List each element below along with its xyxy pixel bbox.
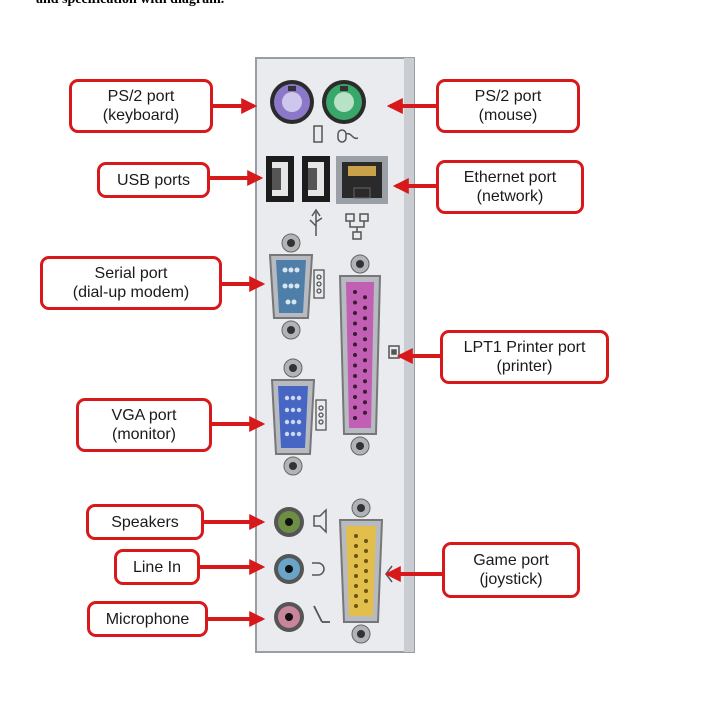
connector-pin <box>353 385 357 389</box>
connector-pin <box>353 322 357 326</box>
callout-lpt1: LPT1 Printer port (printer) <box>440 330 609 384</box>
microphone-jack <box>274 602 304 632</box>
connector-pin <box>363 327 367 331</box>
callout-ps2-mouse: PS/2 port (mouse) <box>436 79 580 133</box>
callout-ethernet-line2: (network) <box>477 187 544 206</box>
callout-vga-line2: (monitor) <box>112 425 176 444</box>
connector-pin <box>363 358 367 362</box>
callout-vga: VGA port (monitor) <box>76 398 212 452</box>
callout-ps2-keyboard: PS/2 port (keyboard) <box>69 79 213 133</box>
connector-pin <box>363 295 367 299</box>
callout-lpt1-line1: LPT1 Printer port <box>464 338 586 357</box>
lpt1-printer-port <box>340 255 380 455</box>
callout-microphone: Microphone <box>87 601 208 637</box>
connector-pin <box>353 364 357 368</box>
callout-ps2-keyboard-line2: (keyboard) <box>103 106 179 125</box>
connector-pin <box>353 416 357 420</box>
callout-line-in-line1: Line In <box>133 558 181 577</box>
connector-pin <box>353 290 357 294</box>
connector-pin <box>354 544 358 548</box>
connector-pin <box>364 569 368 573</box>
connector-pin <box>363 411 367 415</box>
callout-ps2-mouse-line2: (mouse) <box>479 106 538 125</box>
connector-pin <box>353 301 357 305</box>
connector-pin <box>363 369 367 373</box>
connector-pin <box>353 353 357 357</box>
connector-pin <box>364 559 368 563</box>
callout-ps2-mouse-line1: PS/2 port <box>475 87 542 106</box>
connector-pin <box>354 584 358 588</box>
connector-pin <box>363 379 367 383</box>
callout-game-port-line1: Game port <box>473 551 549 570</box>
callout-speakers-line1: Speakers <box>111 513 179 532</box>
connector-pin <box>354 594 358 598</box>
connector-pin <box>364 599 368 603</box>
connector-pin <box>353 374 357 378</box>
connector-pin <box>353 395 357 399</box>
connector-pin <box>353 343 357 347</box>
ps2-mouse-port <box>322 80 366 124</box>
callout-vga-line1: VGA port <box>112 406 177 425</box>
line-in-jack <box>274 554 304 584</box>
callout-ps2-keyboard-line1: PS/2 port <box>108 87 175 106</box>
connector-pin <box>363 400 367 404</box>
callout-usb: USB ports <box>97 162 210 198</box>
connector-pin <box>363 306 367 310</box>
connector-pin <box>353 311 357 315</box>
connector-pin <box>363 390 367 394</box>
connector-pin <box>353 332 357 336</box>
game-port <box>340 499 382 643</box>
ethernet-port <box>336 156 388 204</box>
connector-pin <box>363 348 367 352</box>
connector-pin <box>354 564 358 568</box>
connector-pin <box>364 579 368 583</box>
callout-microphone-line1: Microphone <box>106 610 190 629</box>
connector-pin <box>364 539 368 543</box>
callout-game-port: Game port (joystick) <box>442 542 580 598</box>
callout-line-in: Line In <box>114 549 200 585</box>
connector-pin <box>354 604 358 608</box>
speakers-jack <box>274 507 304 537</box>
callout-serial: Serial port (dial-up modem) <box>40 256 222 310</box>
callout-usb-line1: USB ports <box>117 171 190 190</box>
connector-pin <box>353 406 357 410</box>
connector-pin <box>363 316 367 320</box>
callout-ethernet-line1: Ethernet port <box>464 168 557 187</box>
callout-lpt1-line2: (printer) <box>496 357 552 376</box>
connector-pin <box>354 534 358 538</box>
callout-serial-line1: Serial port <box>95 264 168 283</box>
connector-pin <box>364 589 368 593</box>
connector-pin <box>363 337 367 341</box>
connector-pin <box>354 574 358 578</box>
callout-serial-line2: (dial-up modem) <box>73 283 189 302</box>
callout-ethernet: Ethernet port (network) <box>436 160 584 214</box>
callout-speakers: Speakers <box>86 504 204 540</box>
connector-pin <box>354 554 358 558</box>
ps2-keyboard-port <box>270 80 314 124</box>
callout-game-port-line2: (joystick) <box>479 570 542 589</box>
connector-pin <box>364 549 368 553</box>
